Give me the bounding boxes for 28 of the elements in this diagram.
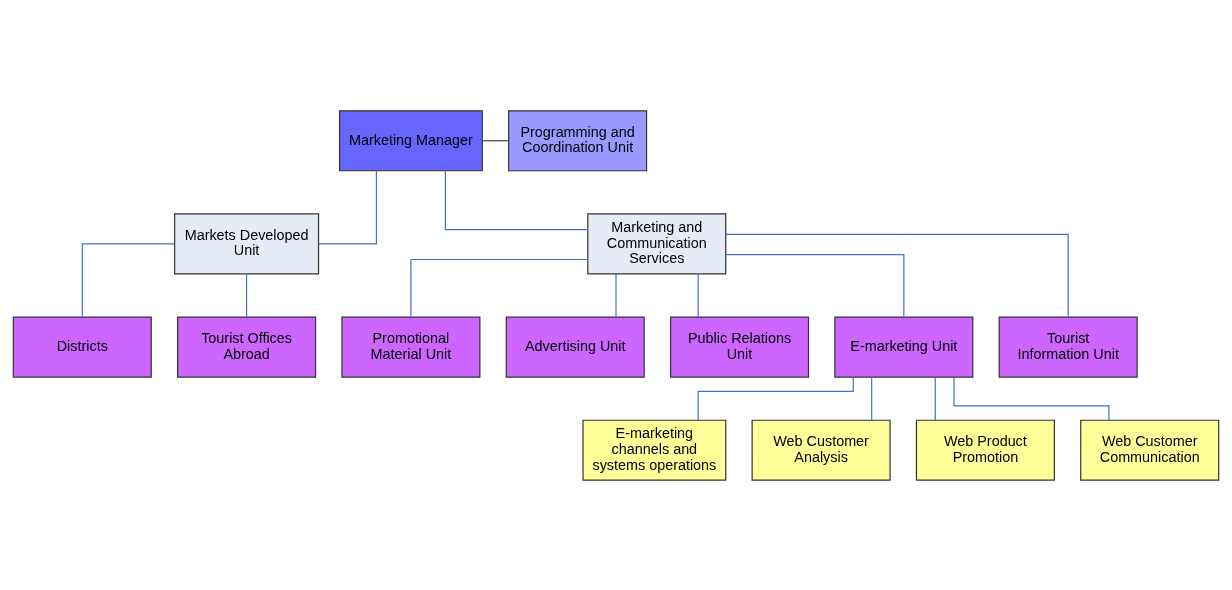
node-box: Web Product Promotion bbox=[915, 419, 1055, 481]
connector bbox=[481, 139, 510, 141]
node-box: Web Customer Communication bbox=[1080, 419, 1220, 481]
node-box: Tourist Information Unit bbox=[998, 316, 1138, 378]
connector bbox=[725, 233, 1069, 317]
node-box: Advertising Unit bbox=[505, 316, 645, 378]
node-box: Public Relations Unit bbox=[669, 316, 810, 378]
connector bbox=[697, 273, 699, 317]
node-box: Promotional Material Unit bbox=[341, 316, 481, 378]
node-box: Tourist Offices Abroad bbox=[177, 316, 317, 378]
connector bbox=[871, 376, 873, 421]
node-box: E-marketing channels and systems operations bbox=[582, 419, 727, 481]
node-box: E-marketing Unit bbox=[834, 316, 974, 378]
node-box: Marketing Manager bbox=[338, 109, 483, 171]
connector bbox=[81, 242, 176, 317]
connector bbox=[318, 170, 378, 245]
connector bbox=[725, 253, 905, 317]
connector bbox=[615, 273, 617, 317]
connector bbox=[410, 258, 589, 318]
connector bbox=[697, 376, 854, 421]
node-box: Districts bbox=[12, 316, 152, 378]
connector bbox=[934, 376, 936, 421]
node-box: Marketing and Communication Services bbox=[587, 212, 727, 274]
connector bbox=[444, 169, 589, 230]
connector bbox=[246, 273, 248, 317]
node-box: Programming and Coordination Unit bbox=[508, 109, 648, 171]
node-box: Web Customer Analysis bbox=[751, 419, 891, 481]
node-box: Markets Developed Unit bbox=[174, 212, 320, 274]
